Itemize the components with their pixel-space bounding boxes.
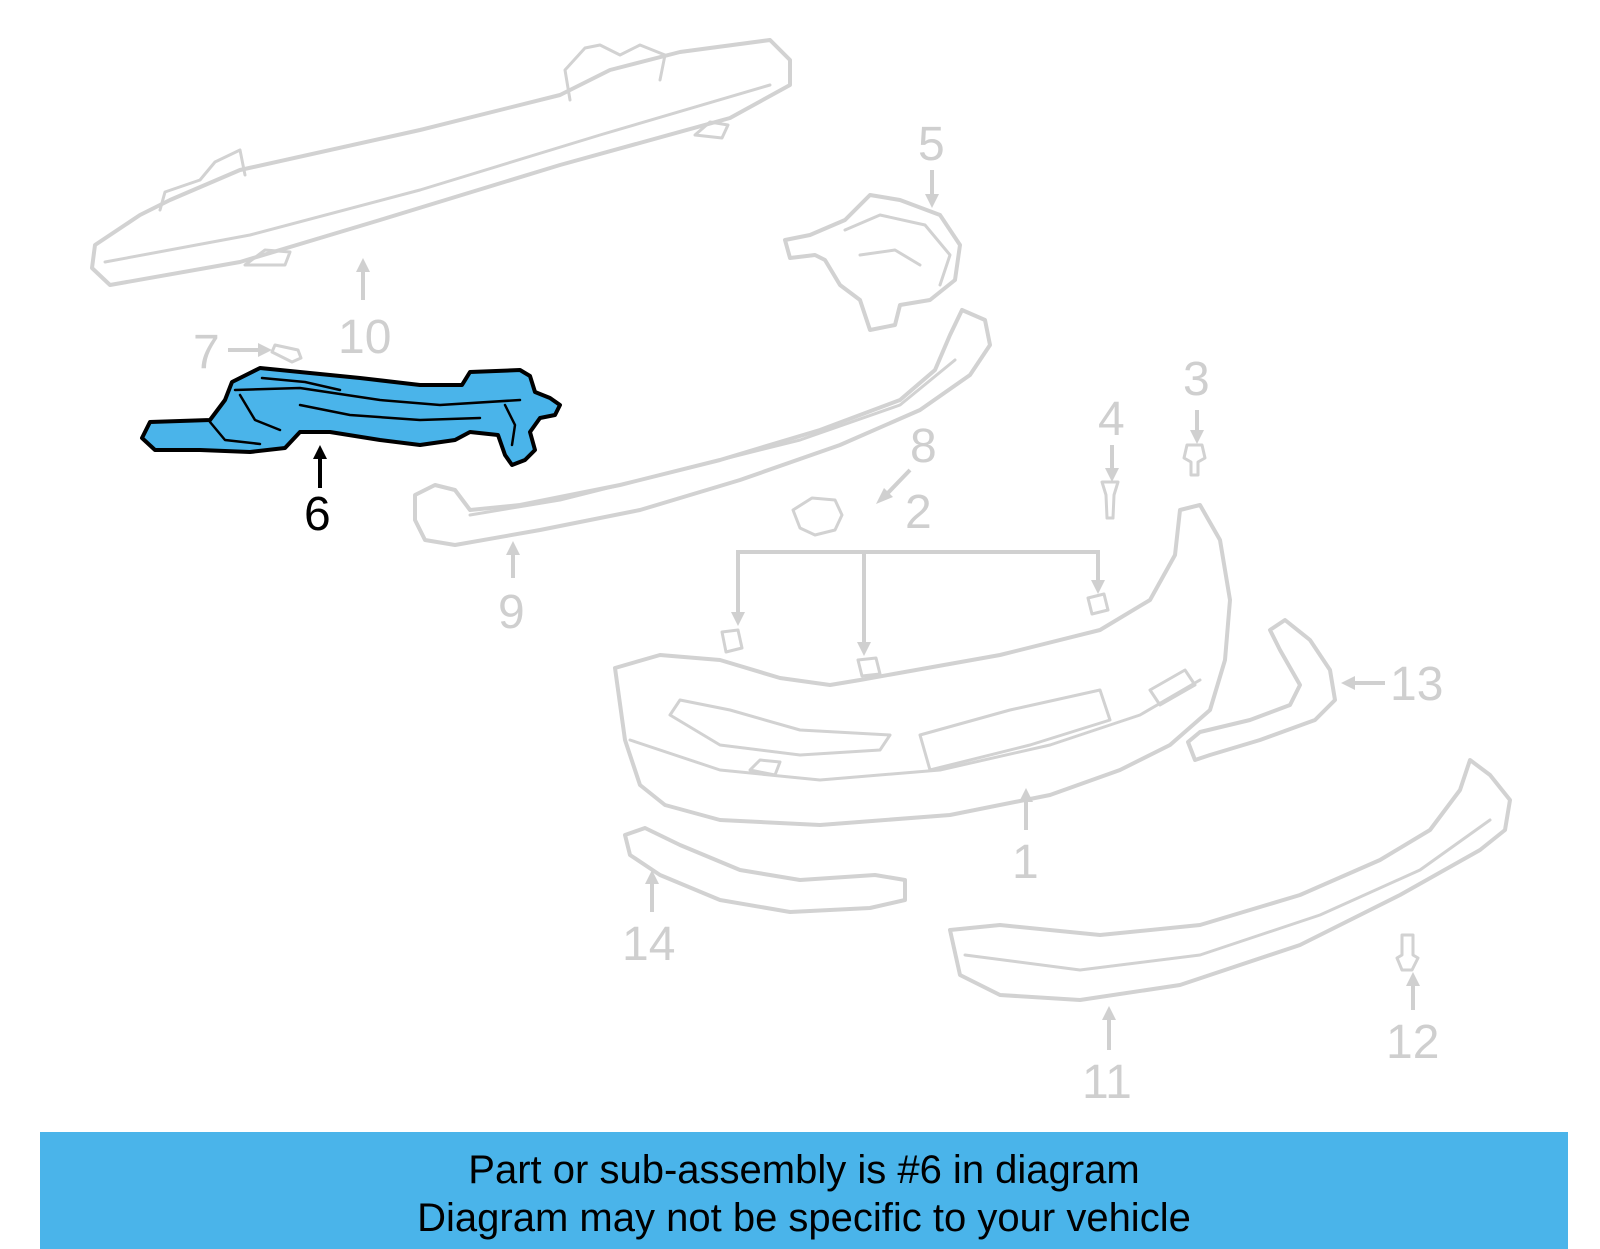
part-11-valance: [948, 758, 1512, 1002]
part-1-bumper-cover: [613, 503, 1232, 827]
part-5-bracket: [783, 193, 962, 332]
part-2-clips: [720, 592, 1110, 678]
callout-7: 7: [193, 326, 220, 379]
callout-3: 3: [1183, 353, 1210, 406]
callout-2: 2: [905, 486, 932, 539]
callout-12: 12: [1386, 1016, 1439, 1069]
callout-4: 4: [1098, 393, 1125, 446]
callout-5: 5: [918, 118, 945, 171]
part-6-highlighted-bracket: [140, 366, 562, 467]
callout-11: 11: [1082, 1056, 1132, 1109]
leader-lines: [228, 170, 1420, 1050]
part-14-strip: [623, 826, 907, 914]
callout-1: 1: [1012, 836, 1039, 889]
part-7-screw: [270, 343, 303, 364]
banner-line-1: Part or sub-assembly is #6 in diagram: [468, 1148, 1140, 1192]
callout-10: 10: [338, 311, 391, 364]
info-banner: Part or sub-assembly is #6 in diagram Di…: [40, 1132, 1568, 1249]
callout-13: 13: [1390, 658, 1443, 711]
part-4-screw: [1100, 480, 1120, 520]
callout-8: 8: [910, 420, 937, 473]
part-13-side-bracket: [1186, 618, 1337, 762]
part-12-fastener: [1395, 933, 1420, 972]
callout-14: 14: [622, 918, 675, 971]
callout-labels: 10 7 5 6 9 8 2 4 3 13 1 14 11 12: [193, 118, 1443, 1109]
part-10-reinforcement: [90, 38, 792, 287]
part-9-absorber: [413, 308, 992, 547]
part-8-bracket: [791, 496, 844, 537]
part-3-pin: [1182, 443, 1207, 477]
callout-9: 9: [498, 586, 525, 639]
banner-line-2: Diagram may not be specific to your vehi…: [417, 1196, 1191, 1240]
callout-6: 6: [304, 488, 331, 541]
